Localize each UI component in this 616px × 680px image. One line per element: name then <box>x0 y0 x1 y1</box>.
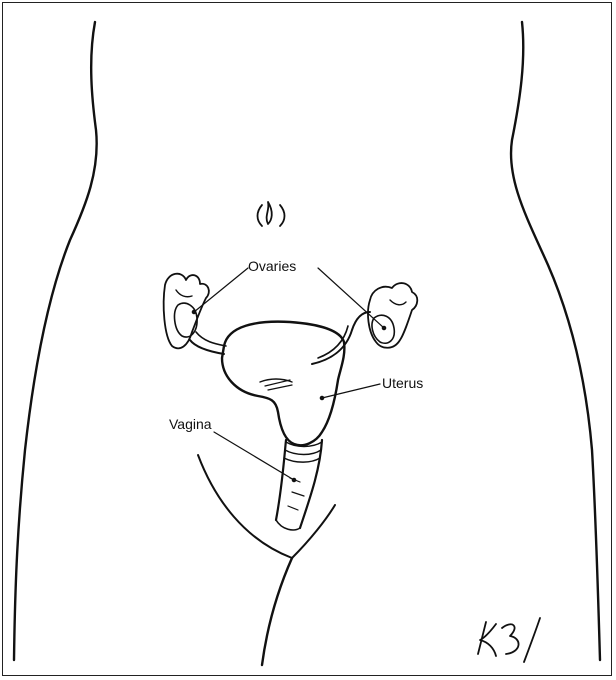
left-ovary-fold <box>176 290 192 297</box>
body-outline-left <box>14 22 97 660</box>
body-outline-right <box>511 22 600 660</box>
navel-mark <box>258 202 285 226</box>
left-ovary <box>175 303 198 337</box>
left-tube-inner <box>196 332 226 346</box>
vagina-left-wall <box>276 440 286 520</box>
leader-dot-right-ovary <box>382 326 386 330</box>
uterus-shade <box>265 380 292 390</box>
vagina-texture <box>288 478 304 510</box>
label-vagina: Vagina <box>169 416 212 432</box>
left-tube <box>190 340 224 354</box>
inner-thigh-curve <box>198 455 335 558</box>
label-ovaries: Ovaries <box>248 258 296 274</box>
leader-dot-uterus <box>320 396 324 400</box>
leader-dot-left-ovary <box>192 310 196 314</box>
right-ovary-fold <box>390 300 406 305</box>
artist-signature <box>478 618 540 662</box>
leader-ovaries-left <box>194 268 248 312</box>
label-uterus: Uterus <box>382 375 423 391</box>
leader-ovaries-right <box>318 268 384 328</box>
right-thigh-line <box>262 558 292 665</box>
vagina-opening <box>276 520 300 530</box>
leader-uterus <box>322 384 380 398</box>
leader-dot-vagina <box>292 478 296 482</box>
leader-vagina <box>214 432 294 480</box>
uterus-body <box>222 322 344 446</box>
